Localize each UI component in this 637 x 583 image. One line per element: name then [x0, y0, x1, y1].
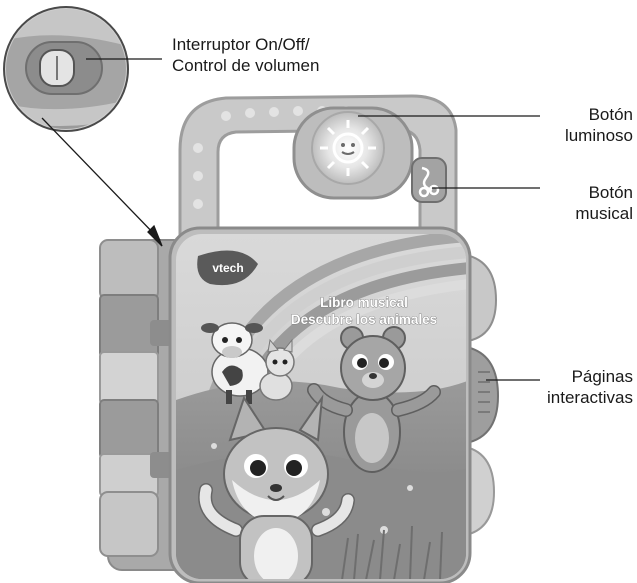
- callout-music-button: Botón musical: [575, 182, 633, 224]
- callout-light-button: Botón luminoso: [565, 104, 633, 146]
- light-button[interactable]: [294, 108, 412, 198]
- on-off-switch[interactable]: [40, 50, 74, 86]
- callout-pages-line2: interactivas: [547, 387, 633, 408]
- callout-on-off-switch: Interruptor On/Off/ Control de volumen: [172, 34, 319, 76]
- callout-music-line2: musical: [575, 203, 633, 224]
- callout-music-line1: Botón: [575, 182, 633, 203]
- switch-zoom-detail: [0, 0, 140, 140]
- callout-pages-line1: Páginas: [547, 366, 633, 387]
- book-cover: vtech Libro musical Descubre los animale…: [170, 228, 470, 583]
- brand-logo-text: vtech: [212, 261, 243, 275]
- callout-switch-line1: Interruptor On/Off/: [172, 34, 319, 55]
- book-title-line1: Libro musical: [320, 295, 408, 310]
- callout-interactive-pages: Páginas interactivas: [547, 366, 633, 408]
- music-button[interactable]: [412, 158, 446, 202]
- callout-switch-line2: Control de volumen: [172, 55, 319, 76]
- callout-light-line1: Botón: [565, 104, 633, 125]
- callout-light-line2: luminoso: [565, 125, 633, 146]
- book-title-line2: Descubre los animales: [291, 312, 437, 327]
